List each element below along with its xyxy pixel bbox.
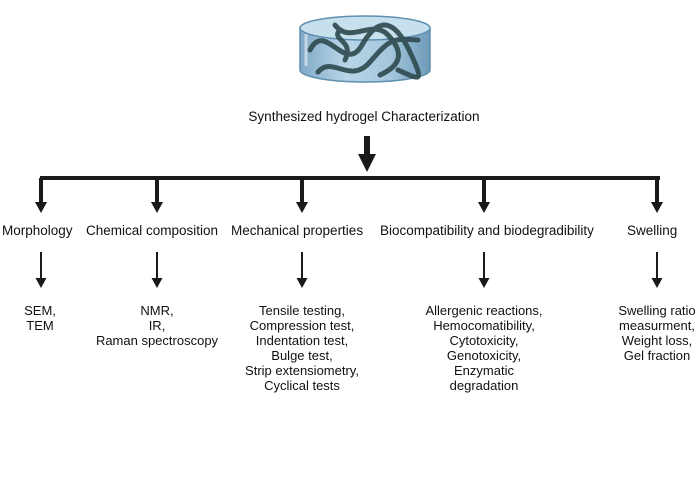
category-morphology-label: Morphology <box>2 223 73 238</box>
method-item: Weight loss, <box>621 333 693 348</box>
methods-biocompat: Allergenic reactions, Hemocomatibility, … <box>425 303 542 393</box>
method-item: Genotoxicity, <box>446 348 522 363</box>
hydrogel-cylinder-icon <box>299 15 431 83</box>
method-item: Gel fraction <box>623 348 691 363</box>
branch-arrows <box>34 178 664 213</box>
method-arrow-swelling <box>651 252 663 288</box>
method-item: IR, <box>148 318 166 333</box>
title-arrow <box>358 136 376 172</box>
methods-swelling: Swelling ratio measurment, Weight loss, … <box>618 303 695 363</box>
method-item: Raman spectroscopy <box>95 333 219 348</box>
method-item: Indentation test, <box>255 333 349 348</box>
method-arrow-chemical <box>151 252 163 288</box>
branch-arrow-swelling <box>650 178 664 213</box>
method-item: TEM <box>26 318 54 333</box>
method-arrow-biocompat <box>478 252 490 288</box>
method-item: Swelling ratio <box>618 303 696 318</box>
method-arrow-morphology <box>35 252 47 288</box>
method-item: Cytotoxicity, <box>449 333 519 348</box>
method-item: measurment, <box>619 318 695 333</box>
method-arrows <box>35 252 663 288</box>
method-item: NMR, <box>140 303 174 318</box>
branch-arrow-chemical <box>150 178 164 213</box>
method-item: Enzymatic <box>454 363 514 378</box>
diagram-title: Synthesized hydrogel Characterization <box>248 109 480 124</box>
branch-arrow-mechanical <box>295 178 309 213</box>
category-biocompat-label: Biocompatibility and biodegradibility <box>380 223 594 238</box>
method-arrow-mechanical <box>296 252 308 288</box>
methods-chemical: NMR, IR, Raman spectroscopy <box>96 303 218 348</box>
category-mechanical-label: Mechanical properties <box>231 223 364 238</box>
branch-arrow-morphology <box>34 178 48 213</box>
category-swelling-label: Swelling <box>627 223 678 238</box>
method-item: Tensile testing, <box>258 303 345 318</box>
method-item: Compression test, <box>249 318 355 333</box>
method-item: degradation <box>449 378 519 393</box>
method-item: Allergenic reactions, <box>425 303 543 318</box>
method-item: Bulge test, <box>271 348 333 363</box>
method-item: Cyclical tests <box>264 378 340 393</box>
method-item: SEM, <box>24 303 56 318</box>
branch-arrow-biocompat <box>477 178 491 213</box>
method-item: Strip extensiometry, <box>245 363 359 378</box>
category-chemical-label: Chemical composition <box>86 223 219 238</box>
method-item: Hemocomatibility, <box>433 318 535 333</box>
methods-mechanical: Tensile testing, Compression test, Inden… <box>245 303 359 393</box>
methods-morphology: SEM, TEM <box>24 303 56 333</box>
